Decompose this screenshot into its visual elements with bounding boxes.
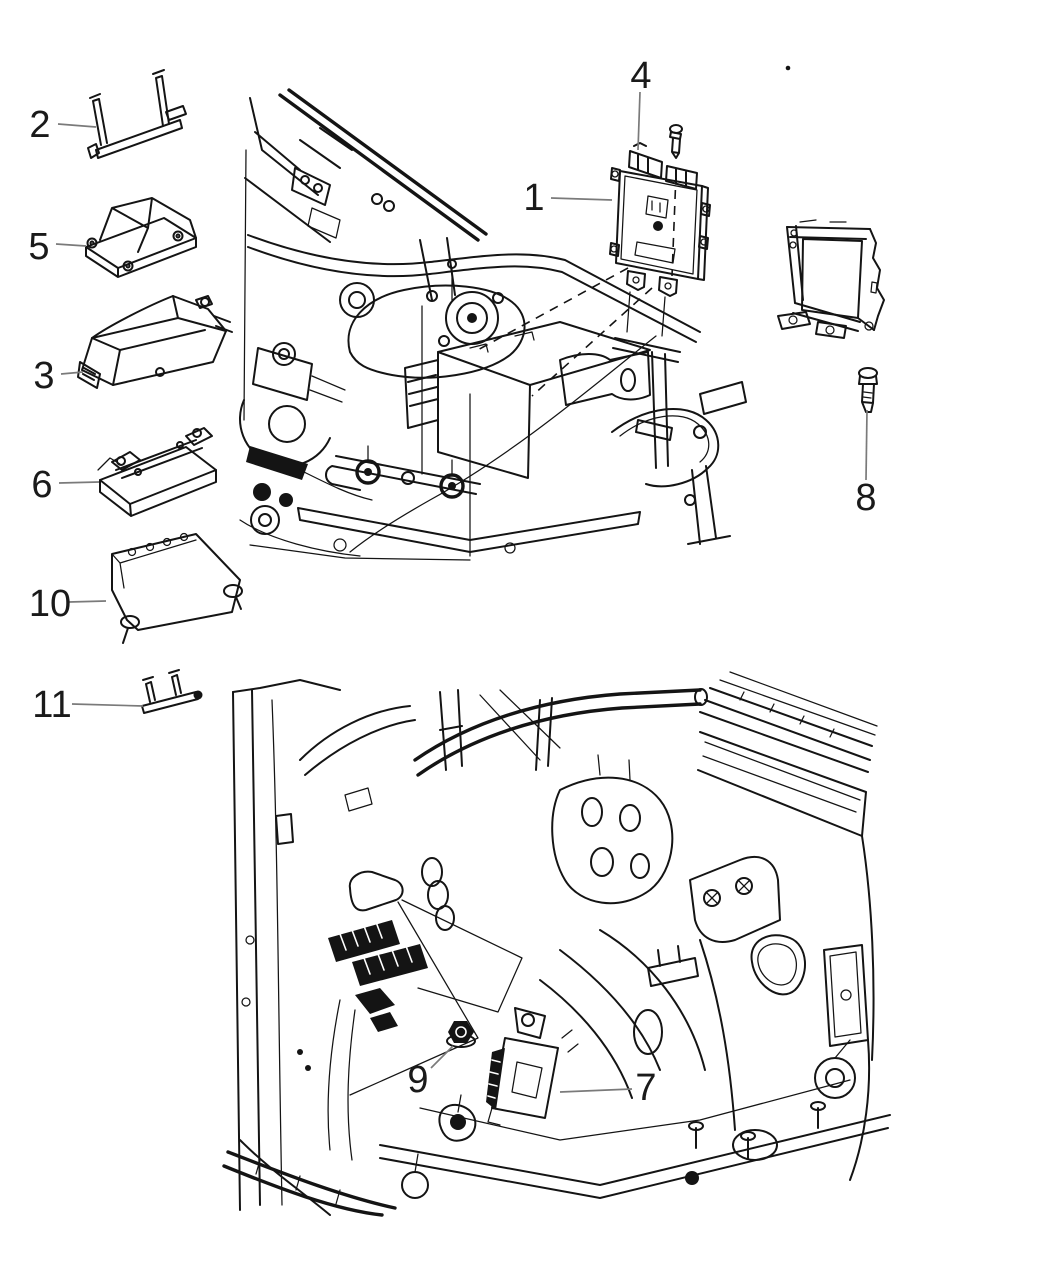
callout-3-label: 3 — [33, 355, 54, 397]
callout-4-leader — [637, 91, 641, 151]
part-11-bracket-drawing — [141, 669, 203, 714]
callout-6-leader — [58, 481, 100, 484]
callout-2-label: 2 — [29, 104, 50, 146]
pcm-bracket-drawing — [777, 219, 885, 339]
callout-10-leader — [68, 600, 107, 603]
callout-3-leader — [60, 371, 84, 375]
callout-7-label: 7 — [635, 1067, 656, 1109]
callout-8-leader — [865, 409, 868, 481]
part-7-tcm-module-drawing — [486, 1007, 579, 1126]
part-1-pcm-module-drawing — [609, 124, 711, 297]
callout-11-leader — [71, 703, 144, 707]
part-8-bolt-drawing — [858, 367, 878, 413]
part-3-module-drawing — [77, 295, 233, 389]
callout-11-label: 11 — [32, 684, 71, 726]
engine-compartment-illustration — [239, 88, 747, 561]
callouts: 2 5 3 6 10 11 1 4 8 9 7 — [28, 55, 876, 1109]
callout-4-label: 4 — [630, 55, 651, 97]
callout-9-label: 9 — [407, 1059, 428, 1101]
callout-5-leader — [55, 243, 87, 247]
callout-10-label: 10 — [29, 583, 71, 625]
callout-7-leader — [559, 1088, 633, 1093]
part-10-mount-plate-drawing — [111, 532, 243, 644]
part-6-bracket-drawing — [97, 427, 217, 517]
callout-1-label: 1 — [523, 177, 544, 219]
transmission-side-illustration — [222, 671, 891, 1217]
callout-9-leader — [430, 1045, 454, 1069]
callout-2-leader — [57, 123, 97, 128]
callout-8-label: 8 — [855, 477, 876, 519]
callout-5-label: 5 — [28, 226, 49, 268]
part-5-module-cover-drawing — [85, 197, 197, 278]
callout-1-leader — [550, 197, 613, 201]
callout-6-label: 6 — [31, 464, 52, 506]
speck-dot — [785, 65, 791, 71]
part-2-strut-bracket-drawing — [87, 69, 187, 159]
part-9-nut-drawing — [446, 1021, 476, 1048]
